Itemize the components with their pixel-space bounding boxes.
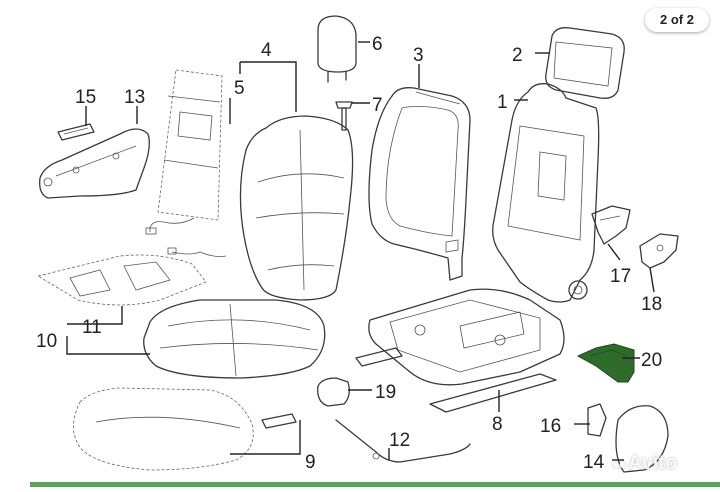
- callout-10: 10: [36, 331, 57, 352]
- part-cover-19: [317, 377, 350, 407]
- part-side-trim: [39, 128, 150, 199]
- part-heater-mat: [36, 254, 207, 306]
- callout-1: 1: [497, 92, 508, 113]
- brand-watermark: ●●Avito: [612, 448, 720, 478]
- part-bracket-17: [591, 205, 631, 245]
- part-clip-9: [261, 413, 297, 429]
- part-frame-panel: [157, 69, 223, 221]
- callout-11: 11: [82, 317, 102, 338]
- callout-17: 17: [610, 266, 631, 287]
- part-knob-16: [587, 403, 607, 437]
- part-backrest-cover: [368, 87, 471, 281]
- callout-8: 8: [492, 414, 503, 435]
- callout-3: 3: [413, 45, 424, 66]
- part-headrest: [317, 15, 357, 83]
- part-bracket-18: [639, 233, 679, 269]
- part-backrest-cushion: [239, 115, 354, 301]
- callout-12: 12: [389, 430, 410, 451]
- callout-19: 19: [375, 382, 396, 403]
- part-side-shield: [615, 405, 669, 473]
- part-seat-track: [355, 288, 565, 413]
- part-wire-harness: [145, 217, 227, 257]
- callout-14: 14: [583, 452, 605, 473]
- callout-7: 7: [372, 95, 383, 116]
- bottom-accent-bar: [30, 482, 720, 487]
- callout-labels: 6 2 3 4 5 7 1 15 13 11 10 17 18 20 19 8 …: [36, 34, 662, 473]
- part-bolt: [335, 101, 353, 131]
- page-indicator-badge[interactable]: 2 of 2: [645, 8, 709, 32]
- part-backrest-pad: [545, 27, 625, 99]
- callout-6: 6: [372, 34, 383, 55]
- leader-lines: [66, 41, 655, 461]
- callout-20: 20: [641, 350, 662, 371]
- callout-18: 18: [641, 294, 662, 315]
- callout-13: 13: [124, 87, 145, 108]
- part-clip: [57, 123, 95, 141]
- part-seat-cushion: [143, 299, 326, 379]
- callout-4: 4: [261, 40, 272, 61]
- part-highlight-bracket: [576, 343, 635, 383]
- callout-16: 16: [540, 416, 561, 437]
- callout-5: 5: [234, 78, 245, 99]
- part-cable: [335, 419, 471, 463]
- part-seatback-frame: [492, 83, 600, 303]
- callout-2: 2: [512, 45, 523, 66]
- callout-15: 15: [75, 87, 96, 108]
- callout-9: 9: [305, 452, 316, 473]
- brand-logo-icon: ●●: [612, 456, 627, 472]
- brand-name: Avito: [627, 452, 678, 474]
- part-seat-pad: [73, 387, 254, 471]
